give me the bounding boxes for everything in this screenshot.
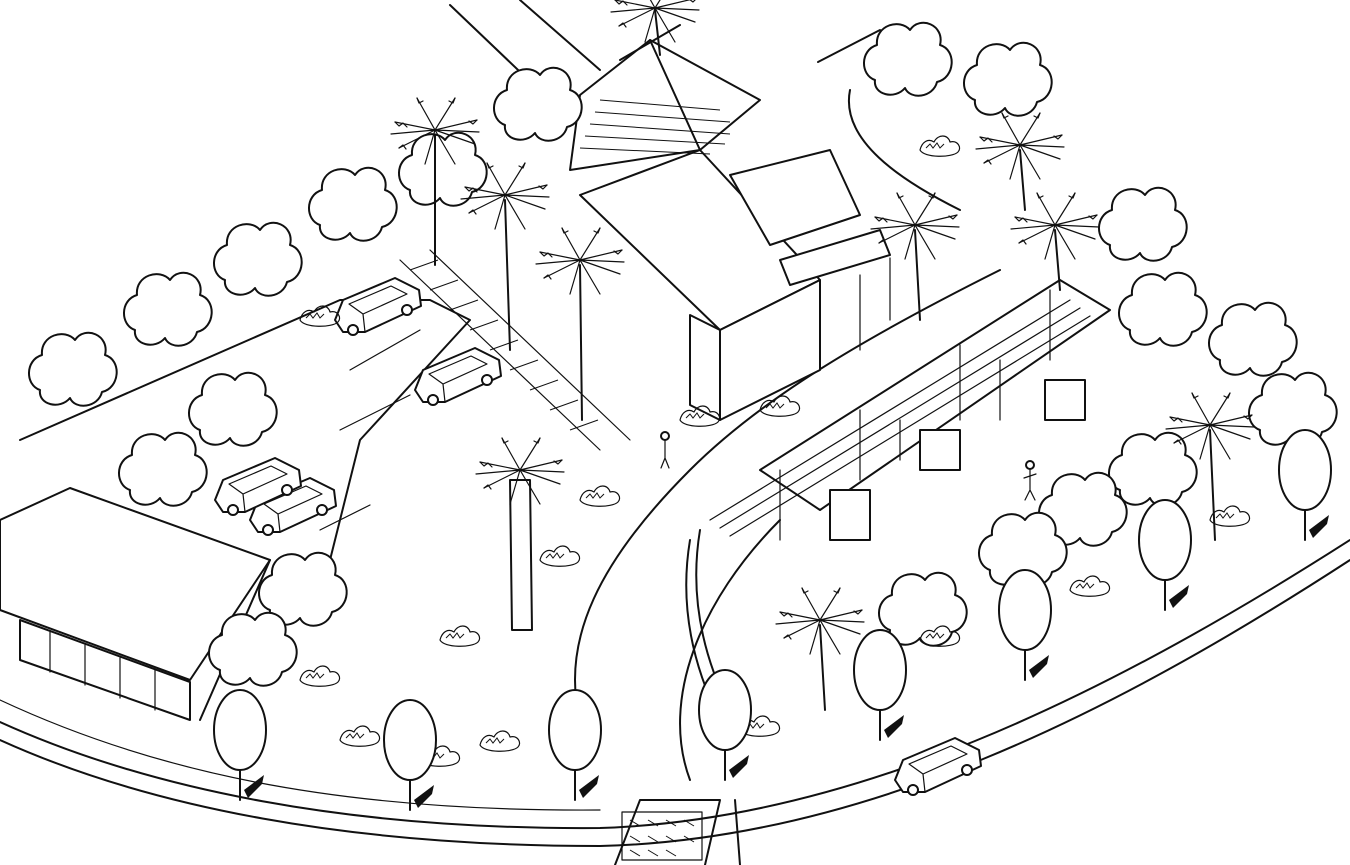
street-car <box>894 737 982 796</box>
pergola-plaza <box>660 279 1111 721</box>
palm-tree <box>1010 192 1100 291</box>
left-building <box>0 487 271 721</box>
parked-car <box>334 277 422 336</box>
palm-tree <box>775 587 865 711</box>
palm-tree <box>460 162 550 351</box>
palm-tree <box>390 97 480 266</box>
palm-tree <box>870 192 960 321</box>
person-figure <box>660 439 670 469</box>
palm-tree <box>1165 392 1255 541</box>
palm-tree-group <box>390 0 1255 711</box>
stepping-path <box>399 249 631 451</box>
central-building <box>569 24 891 421</box>
market-stall <box>919 429 961 471</box>
palm-tree <box>535 227 625 421</box>
person-figure <box>1023 469 1037 501</box>
palm-tree <box>610 0 700 56</box>
market-stall <box>1044 379 1086 421</box>
palm-tree <box>475 437 565 631</box>
market-stall <box>829 489 871 541</box>
parked-car <box>414 347 502 406</box>
palm-tree <box>975 112 1065 211</box>
